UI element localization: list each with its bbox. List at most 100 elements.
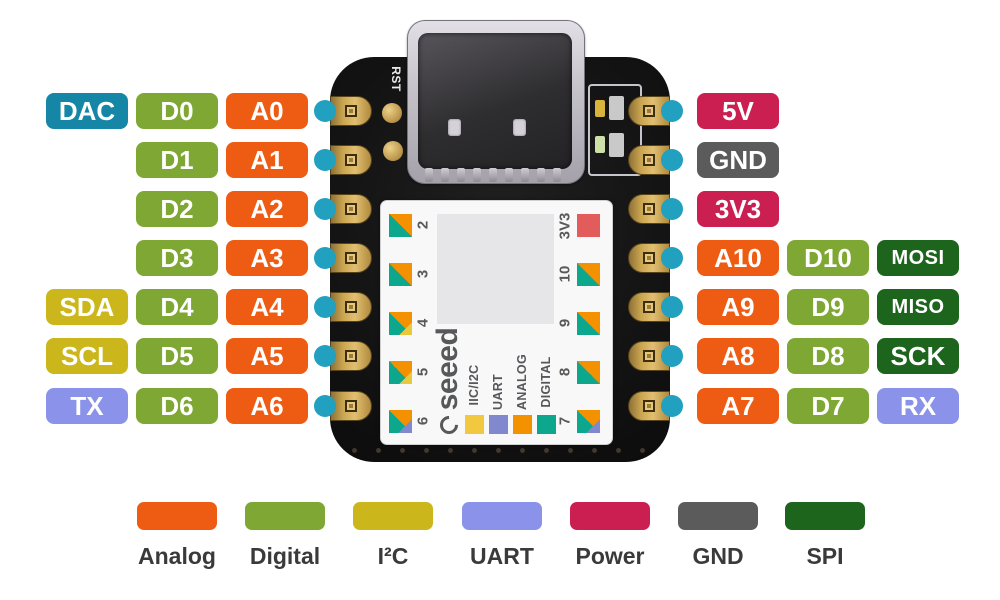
sticker-legend-label: UART [491,374,505,410]
castellated-pad [330,292,372,322]
castellated-pad [330,243,372,273]
sticker-pin-square [577,410,600,433]
pin-row: A8 D8 SCK [697,338,959,374]
legend-item: I²C [338,502,448,570]
pin-row: 5V [697,93,779,129]
pin-label: A6 [226,388,308,424]
legend-swatch [462,502,542,530]
legend-swatch [570,502,650,530]
via-dot [400,448,405,453]
sticker-pin-number: 4 [414,318,432,328]
castellated-pad [330,145,372,175]
sticker-3v3-label: 3V3 [556,212,574,240]
castellated-pad [330,194,372,224]
pin-label: 3V3 [697,191,779,227]
pin-marker-dot [661,395,683,417]
seeed-logo-icon [436,412,462,438]
usb-pin [489,168,497,182]
smd-led [595,136,605,153]
sticker-3v3-square [577,214,600,237]
pin-label: GND [697,142,779,178]
usb-c-face [418,33,572,169]
pin-row: SDA D4 A4 [46,289,308,325]
pin-row: SCL D5 A5 [46,338,308,374]
legend-label: I²C [377,543,409,569]
pin-label: A3 [226,240,308,276]
pin-row: D2 A2 [136,191,308,227]
pin-marker-dot [314,395,336,417]
legend-label: Digital [249,543,321,569]
pin-label: A1 [226,142,308,178]
via-dot [448,448,453,453]
pin-row: A10 D10 MOSI [697,240,959,276]
sticker-pin-number: 10 [556,265,574,283]
pin-marker-dot [314,100,336,122]
via-dot [496,448,501,453]
sticker-pin-number: 7 [556,416,574,426]
sticker-legend-swatch [513,415,532,434]
smd-part [609,96,624,120]
sticker-pin-number: 3 [414,269,432,279]
usb-weld-dimple [448,119,461,136]
pin-label: TX [46,388,128,424]
castellated-pad [330,96,372,126]
castellated-pad [628,96,670,126]
usb-pin [441,168,449,182]
pin-marker-dot [661,296,683,318]
legend-label: Analog [138,543,216,569]
pin-label: D7 [787,388,869,424]
pin-label: A10 [697,240,779,276]
sticker-legend-label: ANALOG [515,354,529,410]
board-sticker: 2 3 4 5 6 3V3 10 9 8 7 seeed IIC/I2C UAR… [380,200,613,445]
mcu-shield-area [437,214,554,324]
pin-label: A4 [226,289,308,325]
via-dot [472,448,477,453]
pin-row: A7 D7 RX [697,388,959,424]
sticker-legend-label: IIC/I2C [467,364,481,406]
usb-pin [537,168,545,182]
pin-label: DAC [46,93,128,129]
pin-label: D8 [787,338,869,374]
pin-marker-dot [314,345,336,367]
pin-label: MISO [877,289,959,325]
sticker-pin-square [389,263,412,286]
pin-label: A5 [226,338,308,374]
pin-marker-dot [661,198,683,220]
usb-c-connector [407,20,585,184]
legend-label: UART [470,543,534,569]
pin-label: A2 [226,191,308,227]
pin-marker-dot [314,296,336,318]
via-dot [520,448,525,453]
usb-pin [553,168,561,182]
pin-label: D2 [136,191,218,227]
pin-label: D10 [787,240,869,276]
smd-part [609,133,624,157]
pin-label: A7 [697,388,779,424]
pin-label: SDA [46,289,128,325]
legend-label: GND [692,543,744,569]
pin-row: D1 A1 [136,142,308,178]
legend-swatch [678,502,758,530]
sticker-legend-swatch [465,415,484,434]
via-dot [640,448,645,453]
pin-label: D0 [136,93,218,129]
legend-item: Power [555,502,665,570]
via-dot [592,448,597,453]
sticker-pin-number: 5 [414,367,432,377]
legend-item: Analog [122,502,232,570]
pin-label: SCL [46,338,128,374]
pin-row: DAC D0 A0 [46,93,308,129]
via-dot [424,448,429,453]
pin-label: D5 [136,338,218,374]
usb-pin [521,168,529,182]
pin-label: D3 [136,240,218,276]
sticker-legend-label: DIGITAL [539,356,553,408]
sticker-pin-number: 2 [414,220,432,230]
led-silkscreen-box [588,84,642,176]
rst-silkscreen-label: RST [389,66,403,92]
pin-row: TX D6 A6 [46,388,308,424]
via-dot [376,448,381,453]
pin-marker-dot [661,345,683,367]
castellated-pad [330,391,372,421]
